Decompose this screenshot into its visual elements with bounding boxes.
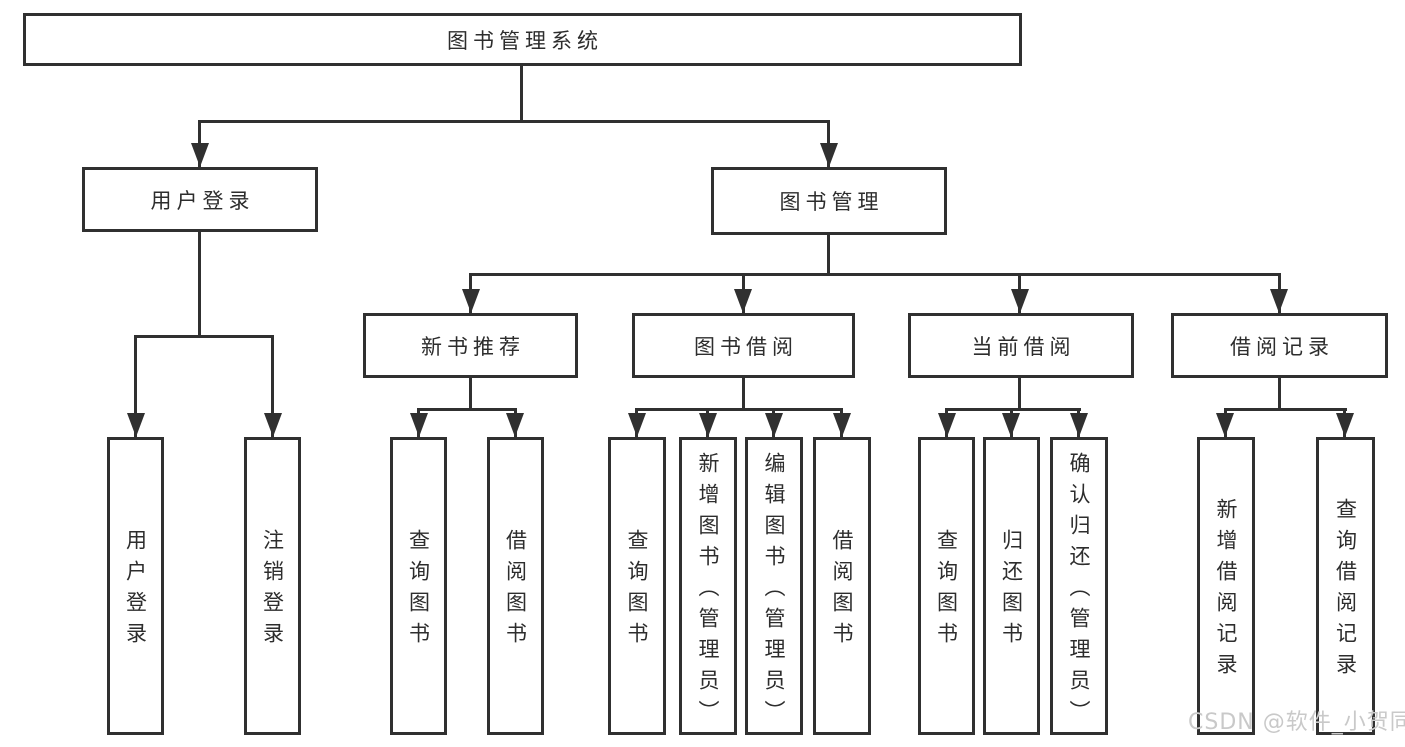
arrowhead-bb-edit xyxy=(765,413,783,437)
leaf-bb-borrow-book-label: 借阅图书 xyxy=(830,529,854,653)
node-user-login: 用户登录 xyxy=(82,167,318,232)
arrowhead-br-add xyxy=(1216,413,1234,437)
connector-userlogin-stem xyxy=(198,232,201,335)
arrowhead-leaf-logout xyxy=(264,413,282,437)
leaf-nbr-borrow-book: 借阅图书 xyxy=(487,437,544,735)
leaf-nbr-query-book: 查询图书 xyxy=(390,437,447,735)
arrowhead-bb-add xyxy=(699,413,717,437)
leaf-br-query-record: 查询借阅记录 xyxy=(1316,437,1375,735)
node-user-login-label: 用户登录 xyxy=(150,188,255,213)
leaf-bb-borrow-book: 借阅图书 xyxy=(813,437,871,735)
arrowhead-bb-query xyxy=(628,413,646,437)
arrowhead-cb-query xyxy=(938,413,956,437)
node-library-system-label: 图书管理系统 xyxy=(447,28,603,53)
csdn-watermark: CSDN @软件_小贺同学 xyxy=(1188,710,1405,735)
arrowhead-newbookrec xyxy=(462,289,480,313)
node-library-system: 图书管理系统 xyxy=(23,13,1022,66)
leaf-logout: 注销登录 xyxy=(244,437,301,735)
leaf-bb-add-book-admin-label: 新增图书（管理员） xyxy=(696,451,720,731)
leaf-br-add-record-label: 新增借阅记录 xyxy=(1214,498,1238,684)
arrowhead-borrowrec xyxy=(1270,289,1288,313)
connector-cb-stem xyxy=(1018,378,1021,408)
arrowhead-book-mgmt xyxy=(820,143,838,167)
leaf-bb-query-book-label: 查询图书 xyxy=(625,529,649,653)
node-borrow-record: 借阅记录 xyxy=(1171,313,1388,378)
node-book-borrow: 图书借阅 xyxy=(632,313,855,378)
leaf-user-login-label: 用户登录 xyxy=(123,529,148,653)
leaf-bb-edit-book-admin-label: 编辑图书（管理员） xyxy=(762,451,786,731)
node-current-borrow-label: 当前借阅 xyxy=(971,334,1076,359)
arrowhead-user-login xyxy=(191,143,209,167)
connector-bb-stem xyxy=(742,378,745,408)
connector-root-stem xyxy=(520,66,523,120)
node-book-management: 图书管理 xyxy=(711,167,947,235)
arrowhead-bookborrow xyxy=(734,289,752,313)
leaf-cb-query-book-label: 查询图书 xyxy=(934,529,959,653)
arrowhead-leaf-login xyxy=(127,413,145,437)
arrowhead-cb-return xyxy=(1002,413,1020,437)
connector-bb-split xyxy=(635,408,843,411)
connector-into-leaf-logout xyxy=(271,335,274,437)
leaf-nbr-borrow-book-label: 借阅图书 xyxy=(503,529,528,653)
node-new-book-recommend: 新书推荐 xyxy=(363,313,578,378)
leaf-br-add-record: 新增借阅记录 xyxy=(1197,437,1255,735)
node-book-borrow-label: 图书借阅 xyxy=(694,334,798,359)
connector-nbr-stem xyxy=(469,378,472,408)
arrowhead-br-query xyxy=(1336,413,1354,437)
connector-nbr-split xyxy=(417,408,517,411)
leaf-bb-edit-book-admin: 编辑图书（管理员） xyxy=(745,437,803,735)
arrowhead-cb-confirm xyxy=(1070,413,1088,437)
leaf-user-login: 用户登录 xyxy=(107,437,164,735)
arrowhead-currborrow xyxy=(1011,289,1029,313)
leaf-cb-return-book-label: 归还图书 xyxy=(999,529,1024,653)
leaf-bb-add-book-admin: 新增图书（管理员） xyxy=(679,437,737,735)
connector-br-stem xyxy=(1278,378,1281,408)
node-new-book-recommend-label: 新书推荐 xyxy=(421,334,525,359)
node-borrow-record-label: 借阅记录 xyxy=(1230,334,1334,359)
connector-bookmgmt-stem xyxy=(827,235,830,273)
arrowhead-nbr-borrow xyxy=(506,413,524,437)
connector-root-split xyxy=(198,120,830,123)
connector-bookmgmt-split xyxy=(469,273,1281,276)
leaf-cb-confirm-return-admin-label: 确认归还（管理员） xyxy=(1067,451,1091,731)
leaf-br-query-record-label: 查询借阅记录 xyxy=(1333,498,1358,684)
connector-br-split xyxy=(1224,408,1347,411)
leaf-bb-query-book: 查询图书 xyxy=(608,437,666,735)
node-current-borrow: 当前借阅 xyxy=(908,313,1134,378)
arrowhead-bb-borrow xyxy=(833,413,851,437)
leaf-cb-confirm-return-admin: 确认归还（管理员） xyxy=(1050,437,1108,735)
node-book-management-label: 图书管理 xyxy=(779,190,884,214)
connector-cb-split xyxy=(945,408,1081,411)
leaf-logout-label: 注销登录 xyxy=(260,529,285,653)
arrowhead-nbr-query xyxy=(410,413,428,437)
leaf-cb-return-book: 归还图书 xyxy=(983,437,1040,735)
connector-into-leaf-login xyxy=(134,335,137,437)
leaf-nbr-query-book-label: 查询图书 xyxy=(406,529,431,653)
connector-userlogin-split xyxy=(134,335,274,338)
leaf-cb-query-book: 查询图书 xyxy=(918,437,975,735)
